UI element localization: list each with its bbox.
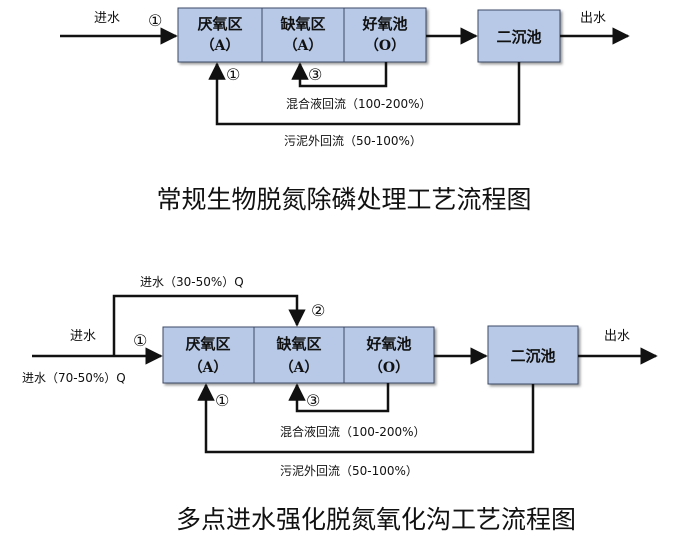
- bottom-split-top-label: 进水（30-50%）Q: [140, 275, 244, 289]
- bottom-anaerobic-box: [162, 326, 255, 384]
- top-marker-inflow: ①: [148, 11, 162, 30]
- bottom-clarifier-title: 二沉池: [510, 347, 555, 365]
- bottom-anaerobic-title: 厌氧区: [185, 335, 230, 353]
- bottom-marker-split: ②: [311, 301, 325, 320]
- top-sludge-return-arrow: [208, 62, 521, 126]
- bottom-aerobic-box: [343, 326, 435, 384]
- top-anoxic-title: 缺氧区: [279, 15, 325, 33]
- bottom-aerobic-sub: （O）: [369, 360, 409, 376]
- bottom-internal-return-label: 混合液回流（100-200%）: [280, 424, 426, 439]
- bottom-inflow-label: 进水: [70, 329, 96, 344]
- bottom-sludge-return-label: 污泥外回流（50-100%）: [280, 464, 418, 478]
- bottom-clarifier-box: [487, 325, 579, 385]
- bottom-split-inflow-arrow: [112, 294, 306, 356]
- bottom-anoxic-sub: （A）: [280, 360, 319, 376]
- bottom-internal-return-arrow: [288, 383, 390, 413]
- bottom-marker-internal-return: ③: [306, 391, 320, 410]
- bottom-caption: 多点进水强化脱氮氧化沟工艺流程图: [176, 505, 576, 534]
- bottom-sludge-return-arrow: [197, 383, 535, 454]
- bottom-diagram: 进水 进水（70-50%）Q ① 进水（30-50%）Q ② 厌氧区 （A） 缺…: [22, 275, 658, 534]
- top-diagram: 进水 ① 厌氧区 （A） 缺氧区 （A） 好氧池 （O） 二沉池 出水 ③ 混合…: [60, 7, 630, 214]
- bottom-aerobic-title: 好氧池: [365, 335, 411, 353]
- top-clarifier-title: 二沉池: [496, 28, 541, 46]
- top-internal-return-label: 混合液回流（100-200%）: [286, 96, 432, 111]
- top-internal-return-arrow: [291, 62, 388, 88]
- top-anoxic-sub: （A）: [284, 38, 323, 54]
- bottom-anoxic-box: [253, 326, 345, 384]
- bottom-marker-inflow: ①: [133, 331, 147, 350]
- top-marker-sludge-return: ①: [226, 65, 240, 84]
- bottom-anaerobic-sub: （A）: [189, 360, 228, 376]
- top-caption: 常规生物脱氮除磷处理工艺流程图: [156, 185, 531, 214]
- top-inflow-label: 进水: [94, 11, 120, 26]
- top-outflow-label: 出水: [580, 11, 606, 26]
- top-anaerobic-title: 厌氧区: [197, 15, 242, 33]
- bottom-marker-sludge-return: ①: [215, 391, 229, 410]
- top-anaerobic-sub: （A）: [201, 38, 240, 54]
- top-aerobic-sub: （O）: [365, 38, 405, 54]
- top-sludge-return-label: 污泥外回流（50-100%）: [284, 134, 422, 148]
- bottom-outflow-label: 出水: [604, 329, 630, 344]
- top-aerobic-title: 好氧池: [361, 15, 407, 33]
- bottom-anoxic-title: 缺氧区: [275, 335, 321, 353]
- top-marker-internal-return: ③: [308, 65, 322, 84]
- bottom-split-bottom-label: 进水（70-50%）Q: [22, 371, 126, 385]
- top-anoxic-box: [261, 7, 345, 63]
